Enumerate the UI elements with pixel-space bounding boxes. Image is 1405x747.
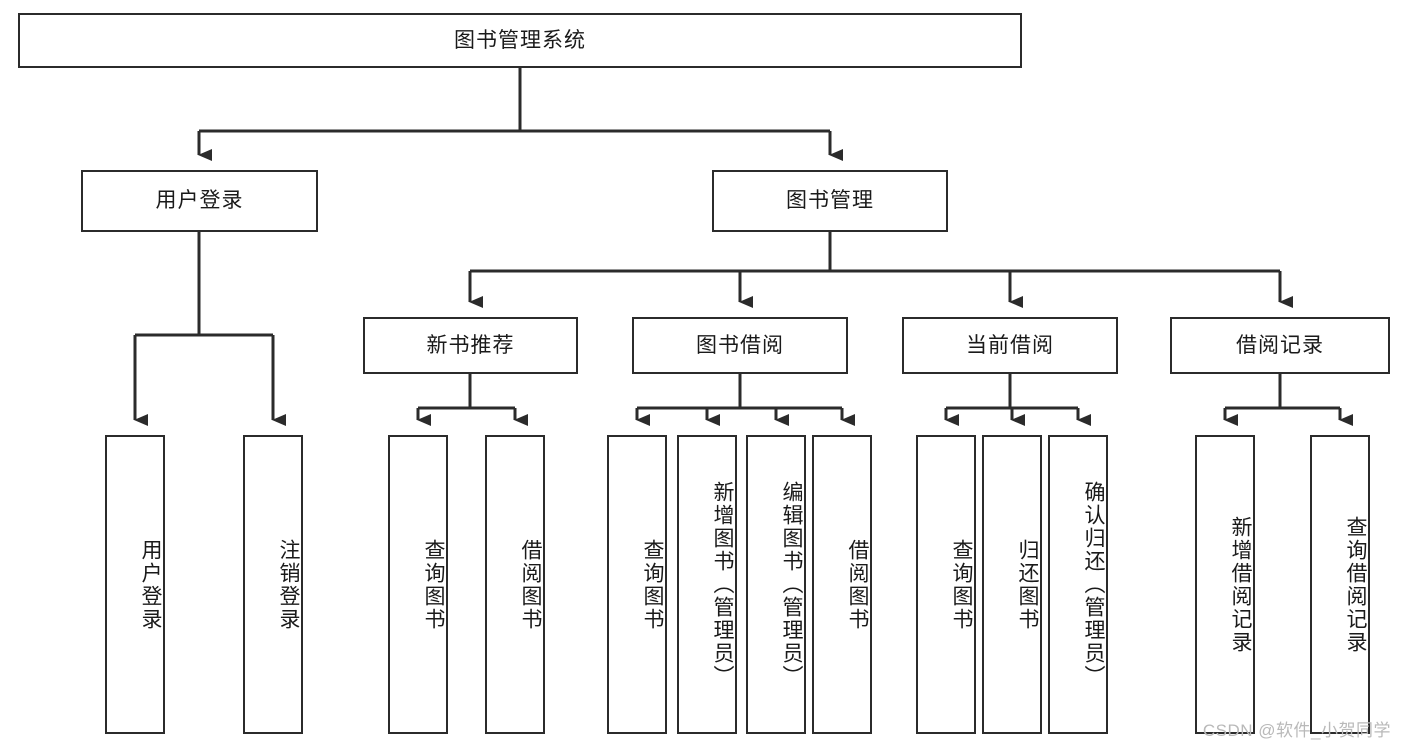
- leaf-user-login[interactable]: 用户登录: [105, 435, 165, 734]
- node-new-book-recommend[interactable]: 新书推荐: [363, 317, 578, 374]
- leaf-records-query-record-label: 查询借阅记录: [1344, 515, 1367, 654]
- leaf-records-add-record-label: 新增借阅记录: [1229, 515, 1252, 654]
- leaf-borrow-edit-book-admin-label: 编辑图书（管理员）: [780, 481, 803, 688]
- leaf-records-add-record[interactable]: 新增借阅记录: [1195, 435, 1255, 734]
- leaf-newbook-borrow-book-label: 借阅图书: [519, 538, 542, 631]
- leaf-borrow-query-book[interactable]: 查询图书: [607, 435, 667, 734]
- leaf-borrow-edit-book-admin[interactable]: 编辑图书（管理员）: [746, 435, 806, 734]
- leaf-records-query-record[interactable]: 查询借阅记录: [1310, 435, 1370, 734]
- leaf-newbook-borrow-book[interactable]: 借阅图书: [485, 435, 545, 734]
- node-book-borrow[interactable]: 图书借阅: [632, 317, 848, 374]
- node-book-management[interactable]: 图书管理: [712, 170, 948, 232]
- leaf-borrow-borrow-book-label: 借阅图书: [846, 538, 869, 631]
- node-root[interactable]: 图书管理系统: [18, 13, 1022, 68]
- leaf-current-return-book-label: 归还图书: [1016, 538, 1039, 631]
- leaf-borrow-add-book-admin[interactable]: 新增图书（管理员）: [677, 435, 737, 734]
- node-current-borrow-label: 当前借阅: [966, 333, 1054, 357]
- node-borrow-records[interactable]: 借阅记录: [1170, 317, 1390, 374]
- leaf-current-return-book[interactable]: 归还图书: [982, 435, 1042, 734]
- leaf-user-logout-label: 注销登录: [277, 538, 300, 631]
- leaf-current-query-book[interactable]: 查询图书: [916, 435, 976, 734]
- leaf-borrow-add-book-admin-label: 新增图书（管理员）: [711, 481, 734, 688]
- node-book-management-label: 图书管理: [786, 189, 874, 213]
- node-current-borrow[interactable]: 当前借阅: [902, 317, 1118, 374]
- node-new-book-recommend-label: 新书推荐: [426, 333, 515, 357]
- node-book-borrow-label: 图书借阅: [696, 333, 784, 357]
- leaf-user-logout[interactable]: 注销登录: [243, 435, 303, 734]
- node-borrow-records-label: 借阅记录: [1236, 333, 1324, 357]
- node-user-login[interactable]: 用户登录: [81, 170, 318, 232]
- leaf-borrow-borrow-book[interactable]: 借阅图书: [812, 435, 872, 734]
- leaf-current-confirm-return-admin-label: 确认归还（管理员）: [1082, 481, 1105, 688]
- leaf-newbook-query-book[interactable]: 查询图书: [388, 435, 448, 734]
- watermark-text: CSDN @软件_小贺同学: [1202, 721, 1391, 740]
- leaf-user-login-label: 用户登录: [139, 538, 162, 631]
- node-user-login-label: 用户登录: [155, 189, 244, 213]
- leaf-borrow-query-book-label: 查询图书: [641, 538, 664, 631]
- leaf-current-confirm-return-admin[interactable]: 确认归还（管理员）: [1048, 435, 1108, 734]
- node-root-label: 图书管理系统: [454, 28, 586, 52]
- leaf-current-query-book-label: 查询图书: [950, 538, 973, 631]
- leaf-newbook-query-book-label: 查询图书: [422, 538, 445, 631]
